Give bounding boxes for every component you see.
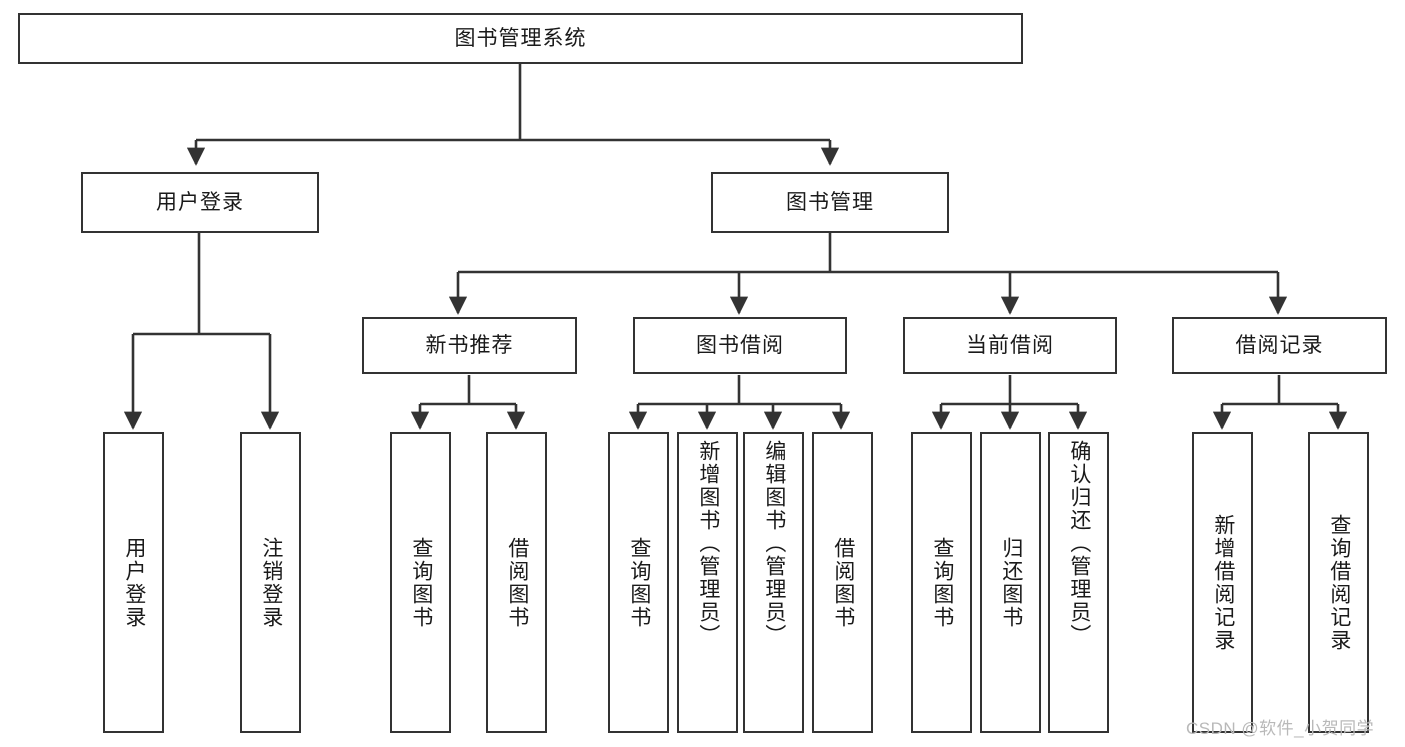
- node-borrow-record[interactable]: 借阅记录: [1172, 317, 1387, 374]
- node-label: 用户登录: [156, 190, 244, 214]
- node-label: 借阅图书: [831, 536, 855, 629]
- node-new-book-recommend[interactable]: 新书推荐: [362, 317, 577, 374]
- node-label: 归还图书: [999, 536, 1023, 629]
- node-label: 图书管理: [786, 190, 874, 214]
- node-label: 图书借阅: [696, 333, 784, 357]
- leaf-query-book-borrow[interactable]: 查询图书: [608, 432, 669, 733]
- node-label: 确认归还（管理员）: [1067, 440, 1091, 647]
- node-book-borrow[interactable]: 图书借阅: [633, 317, 847, 374]
- leaf-query-book-newbook[interactable]: 查询图书: [390, 432, 451, 733]
- node-label: 用户登录: [122, 536, 146, 629]
- node-current-borrow[interactable]: 当前借阅: [903, 317, 1117, 374]
- node-root-book-management-system[interactable]: 图书管理系统: [18, 13, 1023, 64]
- leaf-logout[interactable]: 注销登录: [240, 432, 301, 733]
- node-user-login[interactable]: 用户登录: [81, 172, 319, 233]
- node-label: 新书推荐: [425, 333, 514, 357]
- node-label: 查询图书: [930, 536, 954, 629]
- node-book-management[interactable]: 图书管理: [711, 172, 949, 233]
- node-label: 新增图书（管理员）: [696, 440, 720, 647]
- node-label: 借阅记录: [1235, 333, 1324, 357]
- leaf-edit-book-admin[interactable]: 编辑图书（管理员）: [743, 432, 804, 733]
- node-label: 借阅图书: [505, 536, 529, 629]
- leaf-confirm-return-admin[interactable]: 确认归还（管理员）: [1048, 432, 1109, 733]
- node-label: 图书管理系统: [454, 26, 587, 50]
- leaf-user-login[interactable]: 用户登录: [103, 432, 164, 733]
- node-label: 编辑图书（管理员）: [762, 440, 786, 647]
- node-label: 新增借阅记录: [1211, 513, 1235, 652]
- node-label: 注销登录: [259, 536, 283, 629]
- leaf-borrow-book-newbook[interactable]: 借阅图书: [486, 432, 547, 733]
- leaf-borrow-book-borrow[interactable]: 借阅图书: [812, 432, 873, 733]
- node-label: 查询借阅记录: [1327, 513, 1351, 652]
- node-label: 查询图书: [409, 536, 433, 629]
- leaf-query-borrow-record[interactable]: 查询借阅记录: [1308, 432, 1369, 733]
- leaf-return-book[interactable]: 归还图书: [980, 432, 1041, 733]
- node-label: 当前借阅: [966, 333, 1054, 357]
- leaf-add-borrow-record[interactable]: 新增借阅记录: [1192, 432, 1253, 733]
- leaf-add-book-admin[interactable]: 新增图书（管理员）: [677, 432, 738, 733]
- leaf-query-book-current[interactable]: 查询图书: [911, 432, 972, 733]
- node-label: 查询图书: [627, 536, 651, 629]
